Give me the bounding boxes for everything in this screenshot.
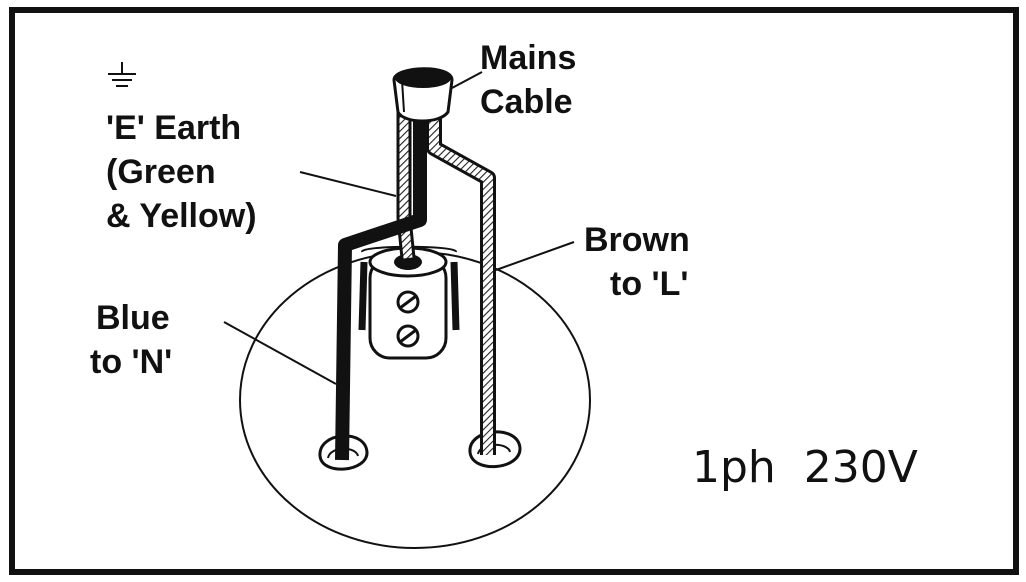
label-brown-line2: to 'L'	[610, 265, 689, 303]
leader-brown	[495, 241, 575, 271]
supply-spec-label: 1ph 230V	[692, 442, 918, 493]
label-earth-line3: & Yellow)	[106, 197, 257, 235]
mains-cable-sheath	[392, 67, 454, 123]
earth-terminal-block	[358, 245, 460, 360]
label-mains-cable-line2: Cable	[480, 83, 573, 121]
label-blue-line2: to 'N'	[90, 343, 173, 381]
diagram-frame	[9, 7, 1019, 575]
label-earth-line2: (Green	[106, 153, 216, 191]
blue-wire	[335, 108, 427, 461]
label-blue-line1: Blue	[96, 299, 170, 337]
leader-blue	[223, 321, 337, 385]
leader-earth	[299, 171, 397, 197]
leader-mains-cable	[451, 71, 483, 89]
label-earth-line1: 'E' Earth	[106, 109, 242, 147]
label-mains-cable-line1: Mains	[480, 39, 577, 77]
earth-ground-icon	[108, 62, 136, 87]
label-brown-line1: Brown	[584, 221, 690, 259]
